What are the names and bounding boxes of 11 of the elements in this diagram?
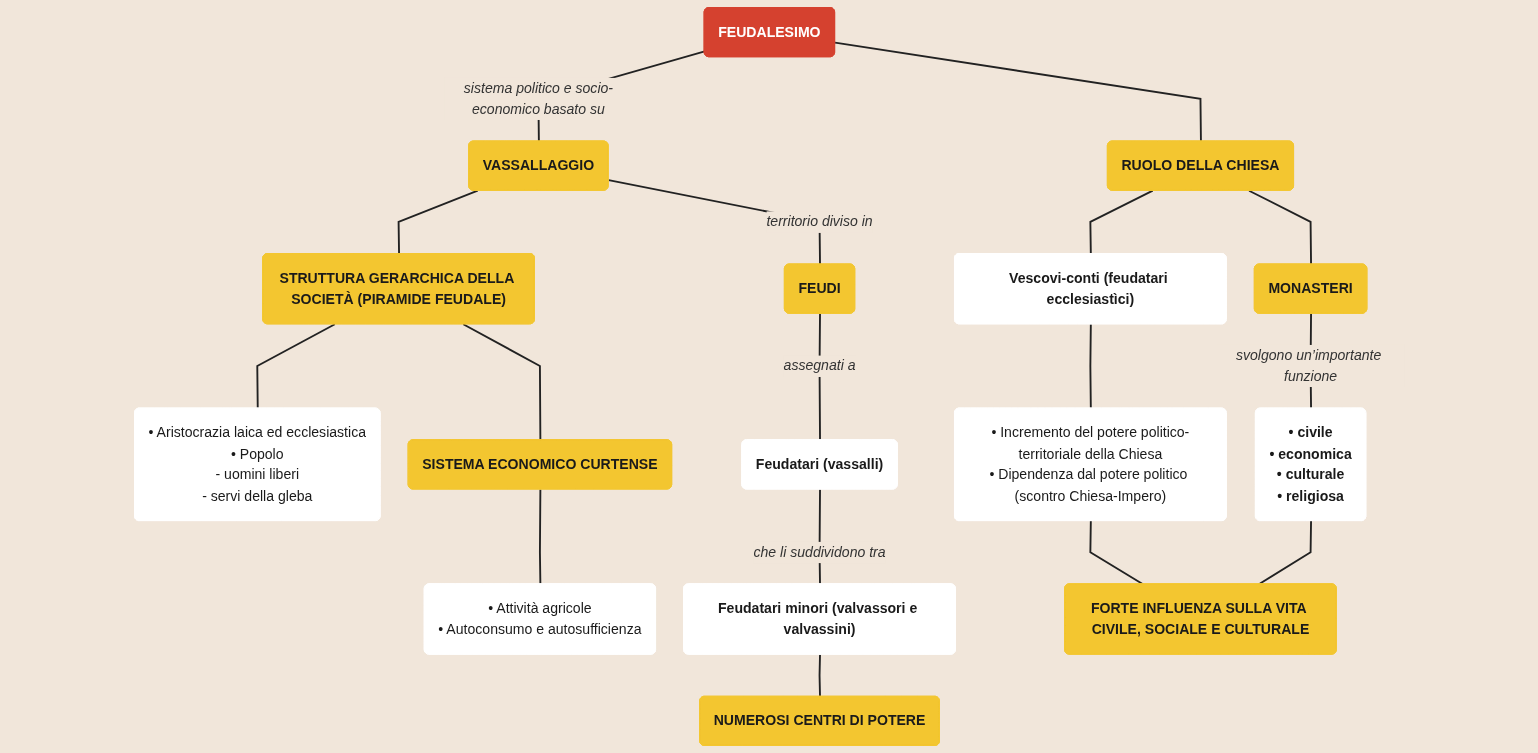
edge-label: svolgono un’importante funzione — [1235, 346, 1381, 384]
connector — [833, 41, 1202, 143]
edge-label: che li suddividono tra — [753, 543, 886, 560]
connector — [1089, 189, 1154, 255]
connector — [1089, 323, 1092, 410]
connector — [255, 323, 336, 410]
edge-label: assegnati a — [783, 357, 856, 374]
connector — [397, 189, 479, 255]
edge-label: sistema politico e socio-economico basato su — [463, 79, 613, 117]
edge-label: territorio diviso in — [766, 213, 873, 230]
connector — [818, 653, 821, 698]
